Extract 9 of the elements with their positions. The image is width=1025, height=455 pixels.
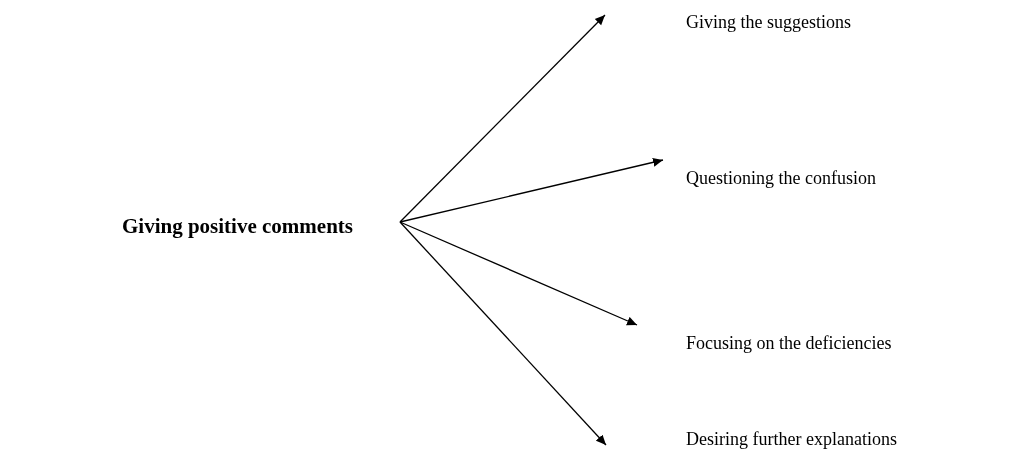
label-text: Giving positive comments: [122, 214, 354, 239]
label-text: Desiring further explanations: [686, 429, 898, 450]
arrow: [399, 221, 638, 326]
arrow: [399, 221, 607, 446]
arrow: [399, 14, 606, 223]
label-text: Questioning the confusion: [686, 168, 877, 189]
label-text: Focusing on the deficiencies: [686, 333, 893, 354]
arrow: [399, 157, 664, 223]
label-text: Giving the suggestions: [686, 12, 852, 33]
